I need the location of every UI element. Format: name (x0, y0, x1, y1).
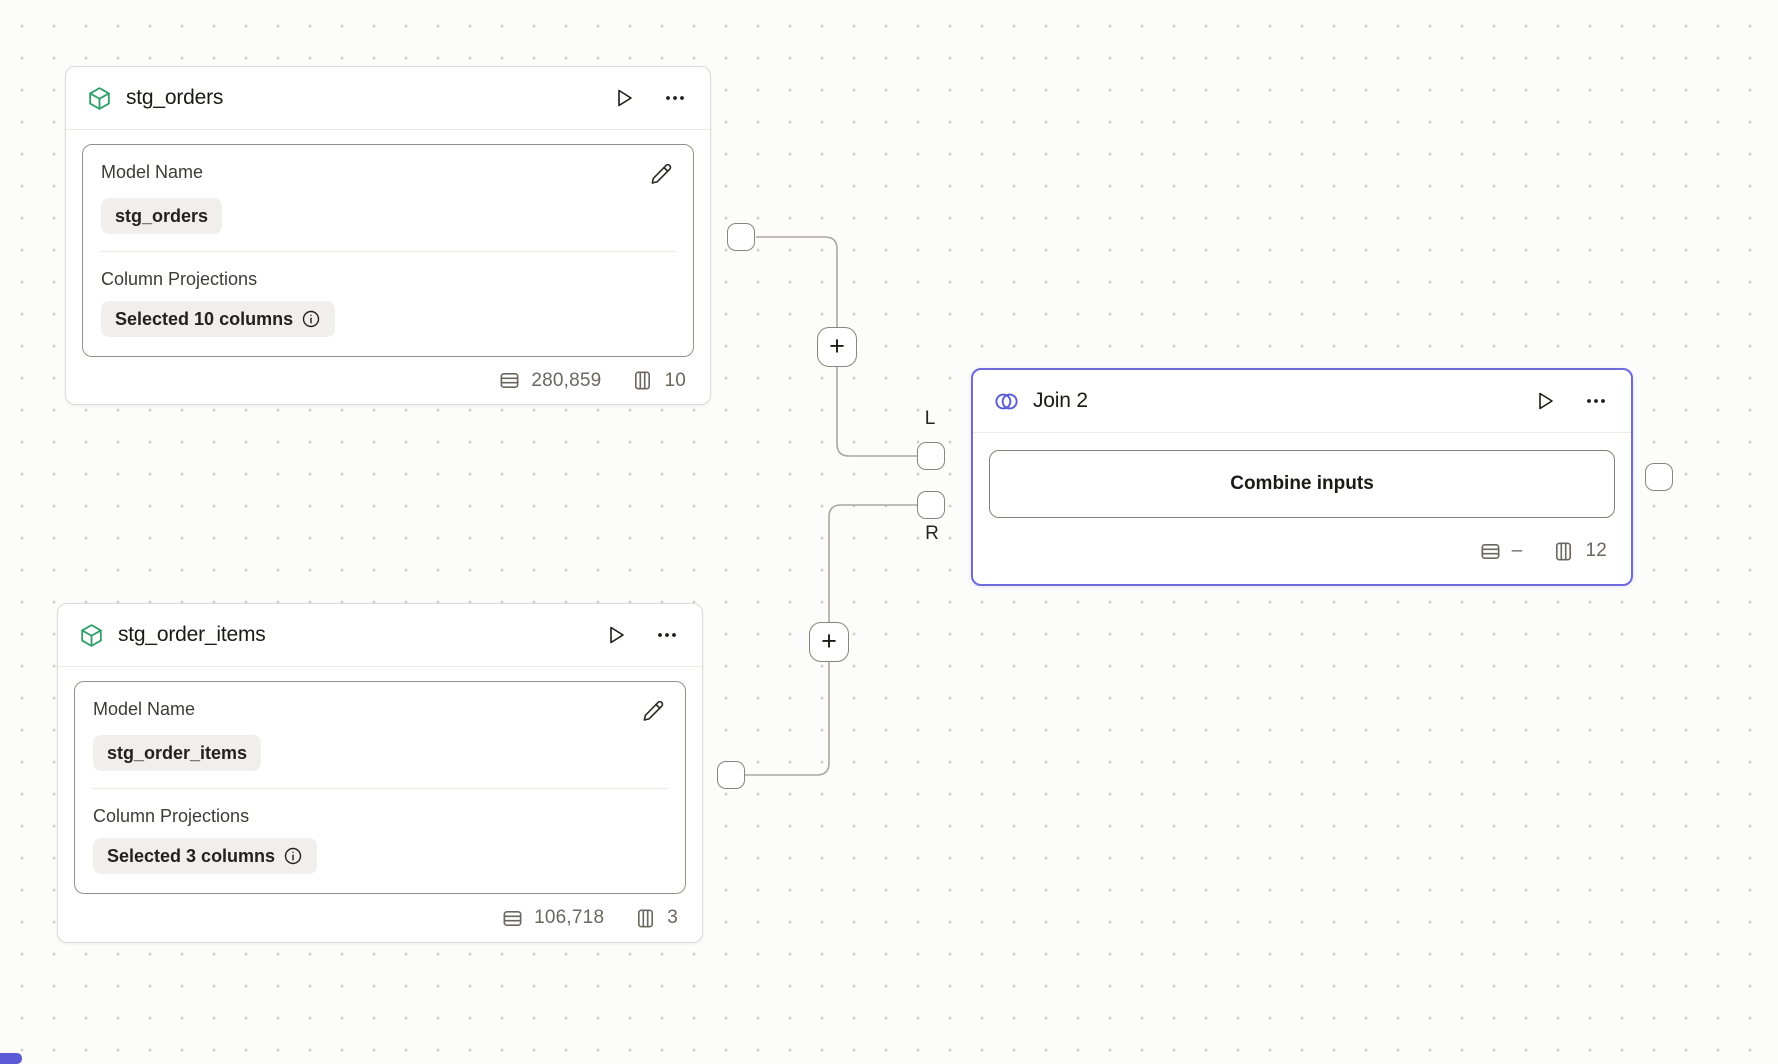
output-port-join[interactable] (1645, 463, 1673, 491)
join-right-input-port[interactable] (917, 491, 945, 519)
node-menu-button[interactable] (660, 83, 690, 113)
card-divider (93, 788, 667, 789)
column-count-icon (634, 907, 657, 930)
row-count: 106,718 (534, 907, 605, 928)
output-port-stg-orders[interactable] (727, 223, 755, 251)
column-projections-chip: Selected 3 columns (93, 838, 318, 874)
node-title: Join 2 (1033, 389, 1088, 412)
model-name-value: stg_order_items (107, 743, 248, 763)
node-stg-orders[interactable]: stg_orders Model Name (65, 66, 711, 405)
package-cube-icon (86, 85, 113, 112)
right-port-label: R (925, 523, 939, 544)
run-node-button[interactable] (609, 83, 639, 113)
node-config-card: Model Name stg_orders Column Projections… (82, 144, 694, 357)
row-count: 280,859 (531, 369, 602, 391)
join-left-input-port[interactable] (917, 442, 945, 470)
node-stg-orders-header: stg_orders (66, 67, 710, 130)
column-count-icon (631, 369, 654, 392)
left-port-label: L (924, 408, 936, 429)
model-name-label: Model Name (93, 699, 196, 719)
column-projections-label: Column Projections (93, 806, 250, 826)
package-cube-icon (78, 622, 105, 649)
column-count: 12 (1585, 540, 1607, 561)
node-join-header: Join 2 (973, 370, 1631, 433)
node-config-card: Model Name stg_order_items Column Projec… (74, 681, 686, 894)
node-menu-button[interactable] (652, 620, 682, 650)
row-count-icon (501, 907, 524, 930)
info-icon[interactable] (283, 846, 303, 866)
column-count: 3 (667, 907, 678, 928)
node-title: stg_orders (126, 86, 224, 109)
card-divider (101, 251, 675, 252)
row-count-icon (1479, 540, 1502, 563)
node-stg-order-items[interactable]: stg_order_items Model Name (57, 603, 703, 943)
node-stg-order-items-header: stg_order_items (58, 604, 702, 667)
node-join-2[interactable]: Join 2 Combine inputs – (971, 368, 1633, 586)
column-projections-chip: Selected 10 columns (101, 301, 336, 337)
node-menu-button[interactable] (1581, 386, 1611, 416)
join-venn-icon (993, 388, 1020, 415)
cutoff-ui-fragment (0, 1053, 22, 1064)
info-icon[interactable] (301, 309, 321, 329)
edit-pencil-icon[interactable] (639, 697, 667, 725)
plus-icon: + (821, 625, 837, 656)
column-count: 10 (664, 369, 686, 391)
output-port-stg-order-items[interactable] (717, 761, 745, 789)
model-name-chip: stg_order_items (93, 735, 262, 771)
column-projections-value: Selected 3 columns (107, 846, 276, 866)
run-node-button[interactable] (601, 620, 631, 650)
column-projections-value: Selected 10 columns (115, 309, 294, 329)
row-count: – (1511, 540, 1523, 561)
add-node-on-wire-button-left[interactable]: + (817, 327, 857, 367)
node-stats: – 12 (973, 518, 1631, 584)
combine-inputs-button[interactable]: Combine inputs (989, 450, 1615, 518)
node-stats: 280,859 10 (66, 357, 710, 404)
plus-icon: + (829, 330, 845, 361)
node-stats: 106,718 3 (58, 894, 702, 942)
model-name-label: Model Name (101, 162, 204, 182)
row-count-icon (498, 369, 521, 392)
add-node-on-wire-button-right[interactable]: + (809, 622, 849, 662)
model-name-chip: stg_orders (101, 198, 223, 234)
edit-pencil-icon[interactable] (647, 160, 675, 188)
node-title: stg_order_items (118, 623, 266, 646)
column-count-icon (1552, 540, 1575, 563)
model-name-value: stg_orders (115, 206, 209, 226)
column-projections-label: Column Projections (101, 269, 258, 289)
run-node-button[interactable] (1530, 386, 1560, 416)
